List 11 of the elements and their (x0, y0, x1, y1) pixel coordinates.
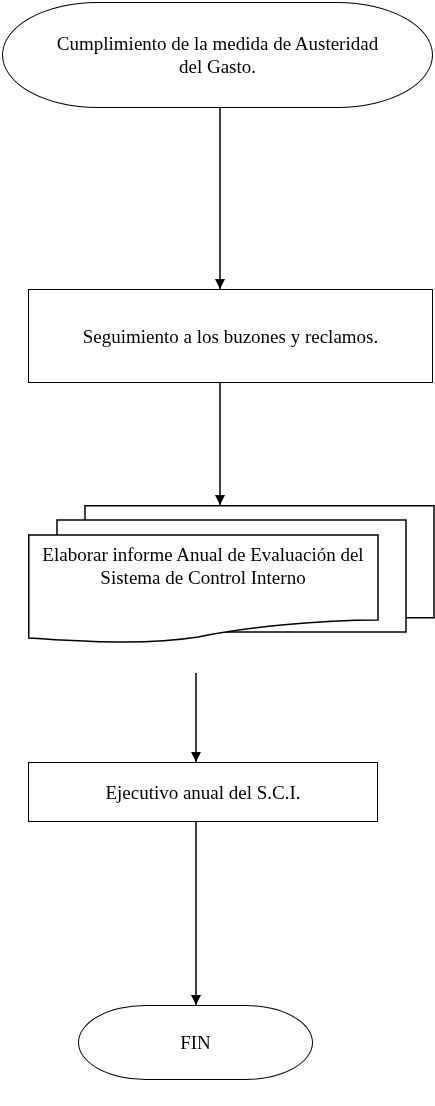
process-box (28, 289, 433, 383)
node-text: Cumplimiento de la medida de Austeridad del Gasto. (55, 32, 380, 78)
node-text: FIN (180, 1031, 211, 1054)
arrow (191, 672, 201, 763)
arrow (215, 382, 225, 506)
node-text: Seguimiento a los buzones y reclamos. (82, 324, 379, 348)
arrow (191, 821, 201, 1006)
arrow (215, 107, 225, 290)
process-box (28, 762, 378, 822)
node-text: Elaborar informe Anual de Evaluación del Sistema de Control Interno (41, 543, 365, 589)
node-text: Ejecutivo anual del S.C.I. (105, 780, 301, 804)
